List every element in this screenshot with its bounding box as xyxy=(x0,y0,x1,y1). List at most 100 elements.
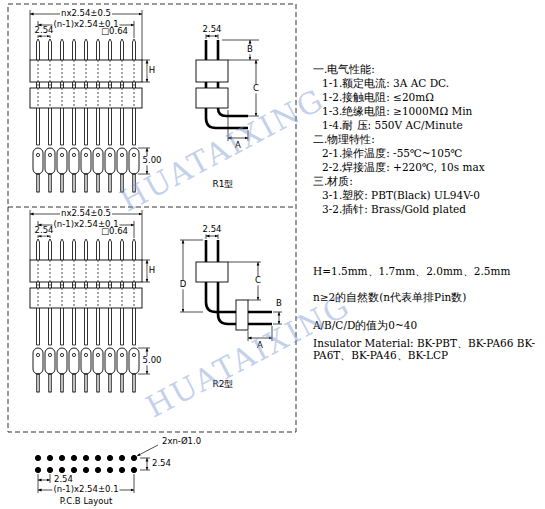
housing-outline xyxy=(45,348,55,374)
pin-end xyxy=(132,353,135,356)
dimension-label: 2.54 xyxy=(202,225,223,234)
housing-outline xyxy=(121,374,123,392)
dimension-label: H xyxy=(148,66,156,75)
pin-end xyxy=(36,353,39,356)
housing-outline xyxy=(129,148,139,174)
spec-heading: 三.材质: xyxy=(313,176,353,188)
extension-line xyxy=(134,260,135,308)
extension-line xyxy=(98,60,99,108)
dimension-label: (n-1)x2.54±0.1 xyxy=(52,485,119,494)
extension-line xyxy=(134,60,135,108)
dimension-line xyxy=(38,480,50,481)
extension-line xyxy=(180,240,203,241)
spec-heading: 二.物理特性: xyxy=(313,134,375,146)
pin-outline xyxy=(206,40,248,128)
dimension-label: C xyxy=(252,84,260,93)
extension-line xyxy=(138,348,150,349)
extension-line xyxy=(228,60,259,61)
extension-line xyxy=(30,210,31,260)
housing-outline xyxy=(49,174,51,192)
extension-line xyxy=(50,60,51,108)
extension-line xyxy=(122,260,123,308)
extension-line xyxy=(86,60,87,108)
housing-outline xyxy=(236,300,248,330)
dimension-label: 2.54 xyxy=(151,459,172,468)
layout-caption: P.C.B Layout xyxy=(59,497,114,506)
housing-outline xyxy=(133,374,135,392)
pin-end xyxy=(72,153,75,156)
spec-text: 1-2.接触电阻: ≤20mΩ xyxy=(322,92,434,104)
extension-line xyxy=(62,60,63,108)
pin-end xyxy=(60,153,63,156)
spec-text: 3-1.塑胶: PBT(Black) UL94V-0 xyxy=(322,190,480,202)
housing-outline xyxy=(37,174,39,192)
extension-line xyxy=(110,60,111,108)
spec-text: 2-1.操作温度: -55℃~105℃ xyxy=(322,148,462,160)
extension-line xyxy=(273,312,282,313)
extension-line xyxy=(138,148,150,149)
extension-line xyxy=(110,260,111,308)
housing-outline xyxy=(30,260,142,282)
pin-end xyxy=(36,153,39,156)
dashed-divider xyxy=(8,207,296,208)
housing-outline xyxy=(117,348,127,374)
pin-end xyxy=(84,353,87,356)
extension-line xyxy=(248,300,261,301)
extension-line xyxy=(180,312,203,313)
pcb-hole xyxy=(83,455,88,460)
housing-outline xyxy=(117,148,127,174)
housing-outline xyxy=(97,174,99,192)
pcb-hole xyxy=(107,455,112,460)
extension-line xyxy=(134,21,135,38)
housing-outline xyxy=(85,174,87,192)
extension-line xyxy=(228,262,261,263)
extension-line xyxy=(50,474,51,483)
pcb-hole xyxy=(59,467,64,472)
housing-outline xyxy=(33,348,43,374)
housing-outline xyxy=(57,348,67,374)
extension-line xyxy=(138,374,150,375)
extension-line xyxy=(222,40,259,41)
housing-outline xyxy=(105,148,115,174)
housing-outline xyxy=(49,374,51,392)
dimension-label: 2.54 xyxy=(34,226,55,235)
pin-end xyxy=(72,353,75,356)
pcb-hole xyxy=(119,455,124,460)
housing-outline xyxy=(196,60,228,82)
extension-line xyxy=(38,60,39,108)
spec-text: Insulator Material: BK-PBT、BK-PA66 BK-PA… xyxy=(313,338,541,361)
pin-end xyxy=(96,153,99,156)
pin-end xyxy=(120,353,123,356)
extension-line xyxy=(142,10,143,60)
dimension-line xyxy=(206,36,218,37)
pcb-hole xyxy=(131,455,136,460)
pin-end xyxy=(48,353,51,356)
dimension-label: B xyxy=(246,45,254,54)
extension-line xyxy=(142,260,150,261)
dimension-label: □0.64 xyxy=(100,27,129,36)
housing-outline xyxy=(61,174,63,192)
pin-end xyxy=(108,153,111,156)
housing-outline xyxy=(81,148,91,174)
housing-outline xyxy=(109,174,111,192)
dimension-label: nx2.54±0.5 xyxy=(60,9,112,18)
pcb-hole xyxy=(131,467,136,472)
pcb-hole xyxy=(47,467,52,472)
extension-line xyxy=(122,60,123,108)
pcb-hole xyxy=(59,455,64,460)
extension-line xyxy=(140,470,150,471)
pcb-hole xyxy=(119,467,124,472)
housing-outline xyxy=(196,88,228,108)
extension-line xyxy=(142,60,150,61)
extension-line xyxy=(142,82,150,83)
housing-outline xyxy=(37,374,39,392)
model-label: R1型 xyxy=(212,180,235,190)
housing-outline xyxy=(69,148,79,174)
extension-line xyxy=(62,260,63,308)
dimension-label: 2.54 xyxy=(53,475,74,484)
pin-end xyxy=(48,153,51,156)
watermark: HUATAIXING xyxy=(115,82,330,217)
extension-line xyxy=(74,60,75,108)
housing-outline xyxy=(73,374,75,392)
